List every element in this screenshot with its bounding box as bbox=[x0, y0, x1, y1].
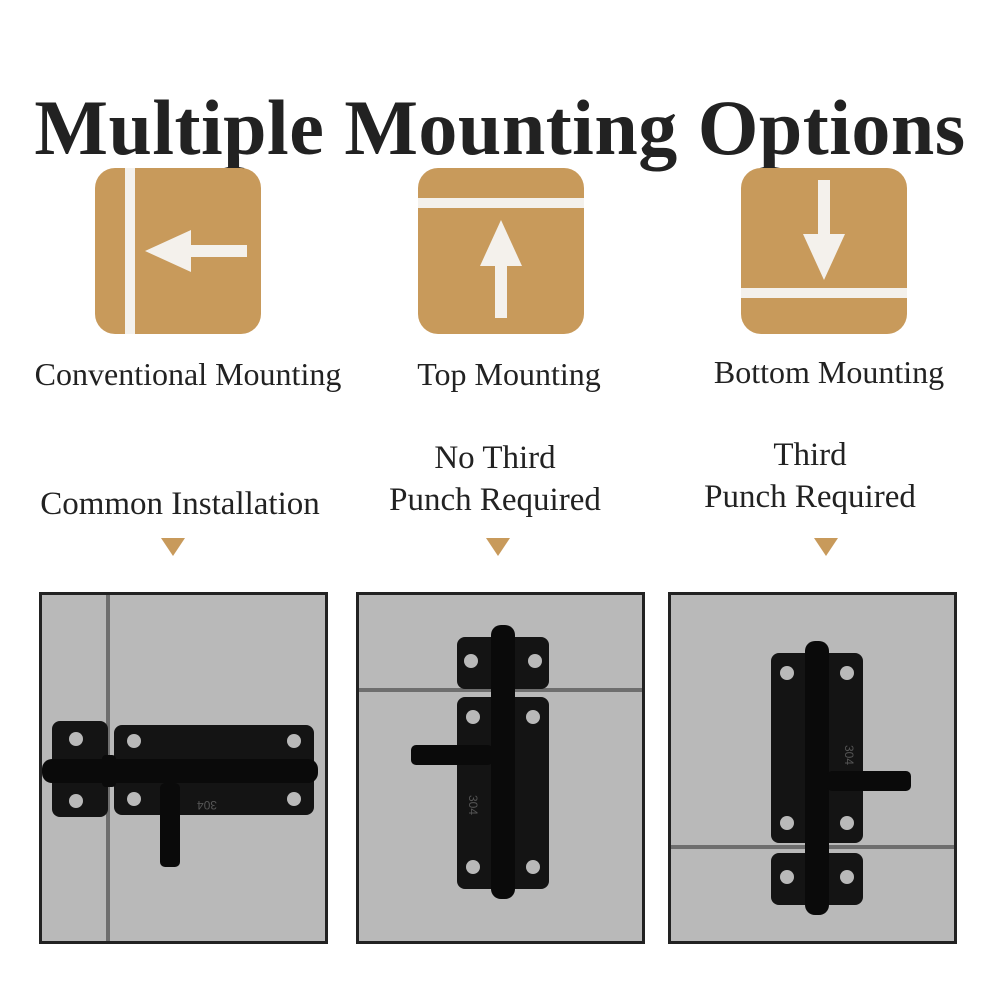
pointer-down-icon bbox=[486, 538, 510, 556]
note-line: Punch Required bbox=[704, 479, 916, 515]
label-top-mounting: Top Mounting bbox=[417, 356, 601, 392]
note-line: Punch Required bbox=[389, 482, 601, 518]
latch-marking: 304 bbox=[197, 798, 217, 812]
bottom-mounting-icon bbox=[741, 168, 907, 334]
label-conventional-mounting: Conventional Mounting bbox=[34, 356, 342, 392]
pointer-down-icon bbox=[814, 538, 838, 556]
note-common-installation: Common Installation bbox=[10, 483, 350, 525]
arrow-up-icon bbox=[418, 168, 584, 334]
note-line: Common Installation bbox=[40, 486, 320, 522]
note-no-third-punch: No Third Punch Required bbox=[340, 437, 650, 521]
note-line: Third bbox=[773, 437, 847, 473]
arrow-down-icon bbox=[741, 168, 907, 334]
arrow-left-icon bbox=[95, 168, 261, 334]
pointer-down-icon bbox=[161, 538, 185, 556]
note-third-punch: Third Punch Required bbox=[655, 434, 965, 518]
conventional-mounting-icon bbox=[95, 168, 261, 334]
latch-marking: 304 bbox=[842, 745, 856, 765]
top-install-photo: 304 bbox=[356, 592, 645, 944]
top-mounting-icon bbox=[418, 168, 584, 334]
note-line: No Third bbox=[434, 440, 556, 476]
conventional-install-photo: 304 bbox=[39, 592, 328, 944]
page-title: Multiple Mounting Options bbox=[34, 84, 966, 172]
label-bottom-mounting: Bottom Mounting bbox=[713, 354, 945, 390]
bottom-install-photo: 304 bbox=[668, 592, 957, 944]
latch-marking: 304 bbox=[466, 795, 480, 815]
